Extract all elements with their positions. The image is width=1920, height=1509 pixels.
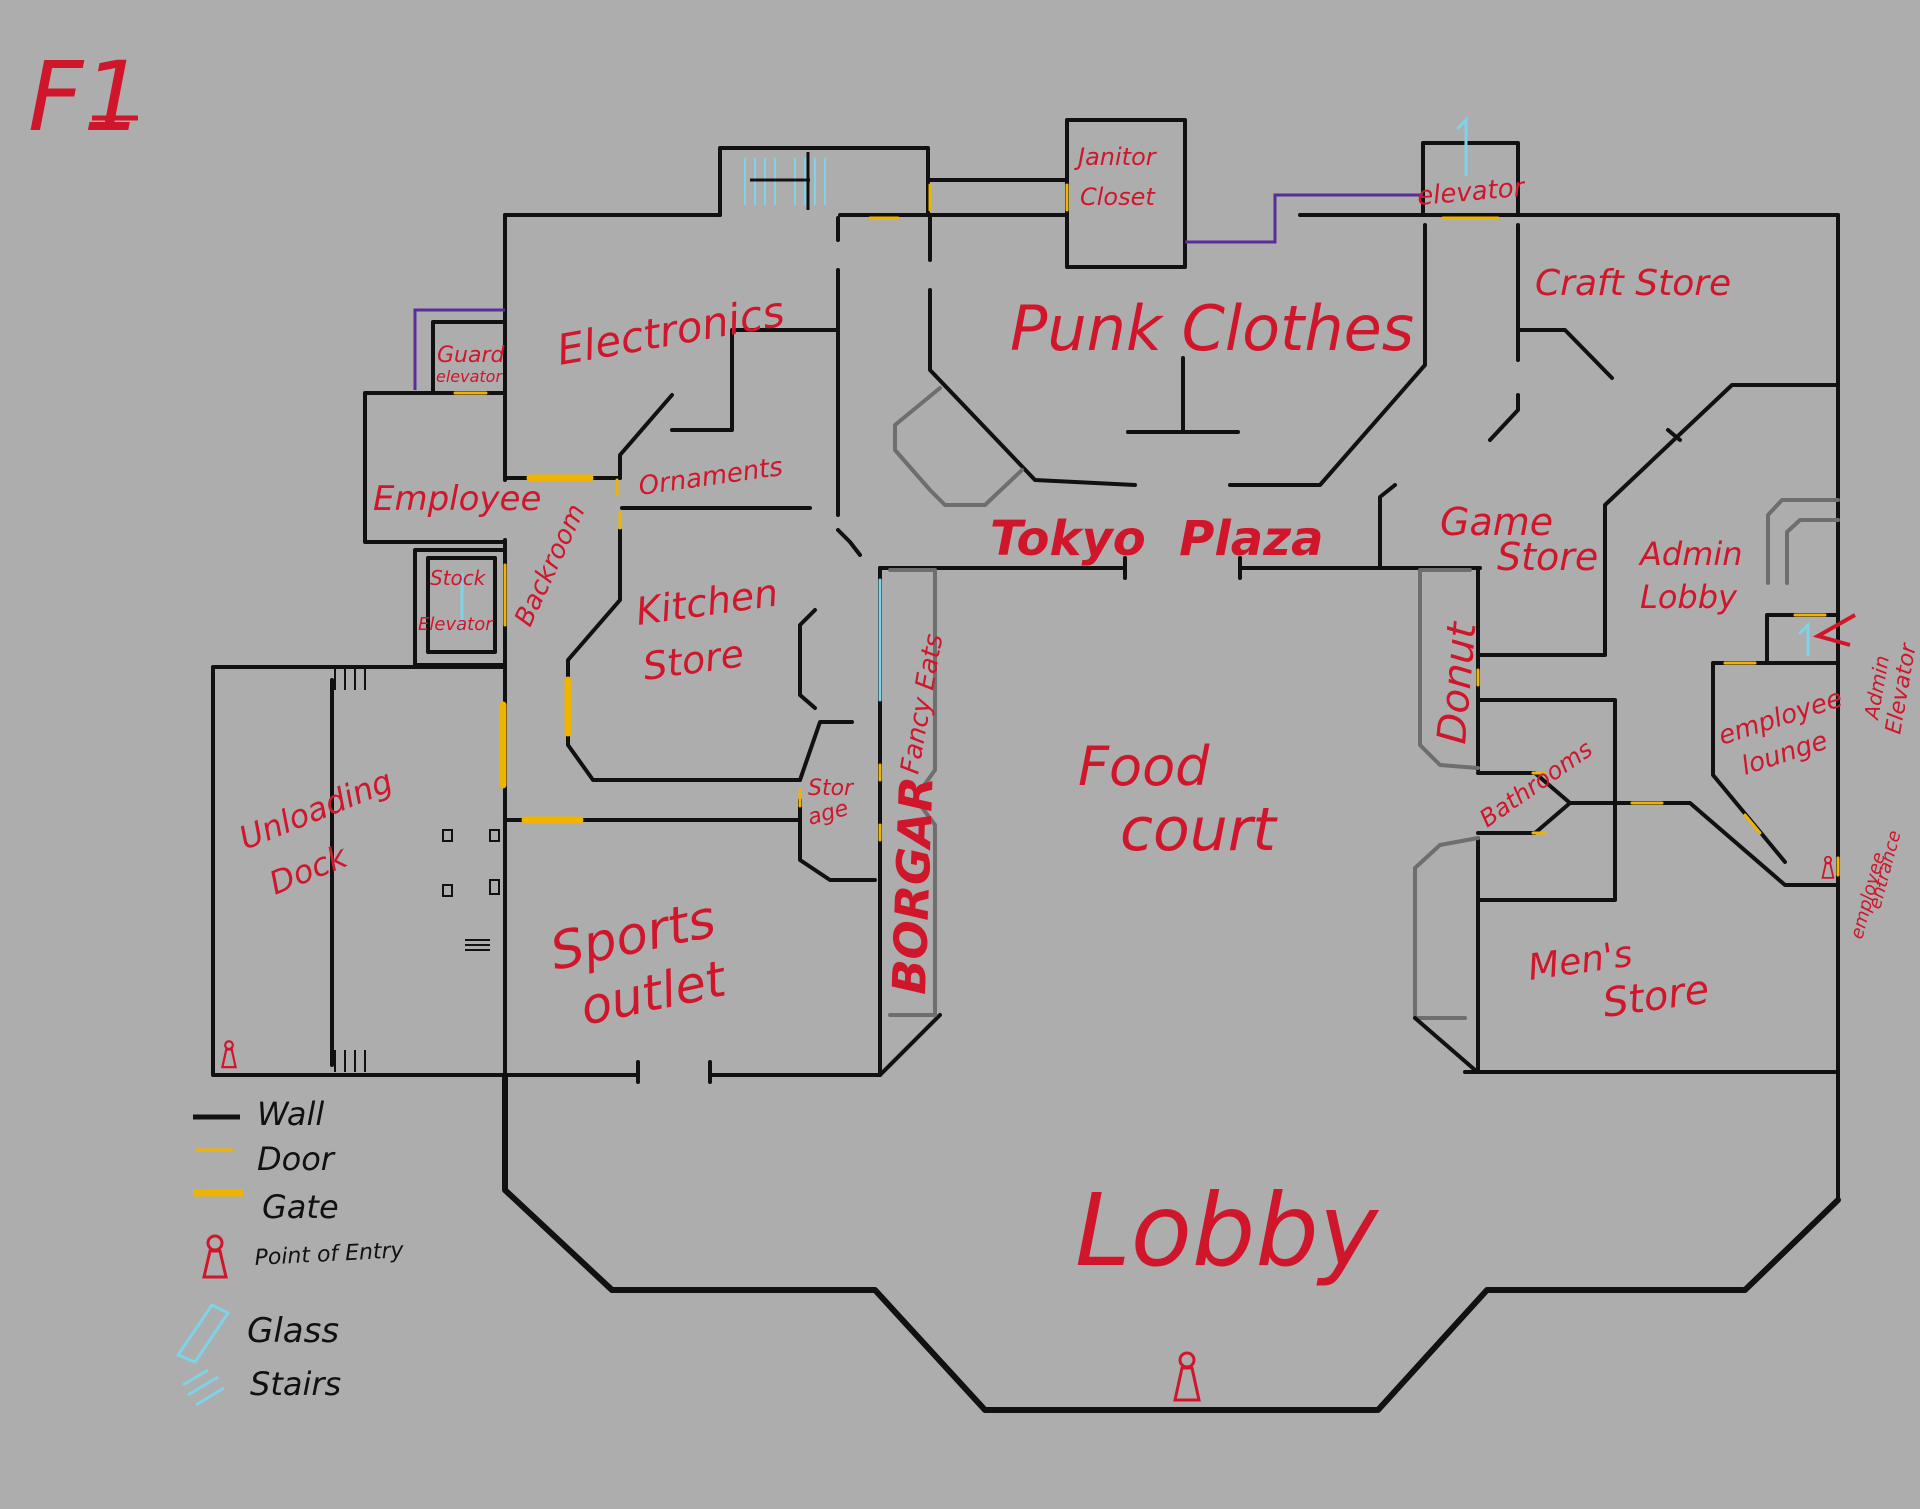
purple-guard-link bbox=[413, 308, 505, 390]
label-food-court-2: court bbox=[1120, 795, 1278, 865]
entry-points bbox=[221, 855, 1835, 1402]
wall-kitchen-inner bbox=[798, 608, 817, 710]
glass-admin-elevator-arrow bbox=[1798, 621, 1810, 657]
label-tokyo-plaza: Tokyo Plaza bbox=[990, 511, 1324, 567]
label-fancy-eats: Fancy Eats bbox=[895, 632, 949, 776]
label-admin-lobby-1: Admin bbox=[1638, 535, 1743, 573]
door-lounge bbox=[1743, 813, 1762, 835]
label-elevator: elevator bbox=[1416, 173, 1528, 212]
glass-elevator-arrow bbox=[1456, 116, 1468, 177]
legend-glass-label: Glass bbox=[247, 1311, 339, 1351]
label-food-court-1: Food bbox=[1078, 735, 1210, 798]
label-guard-elevator-1: Guard bbox=[437, 343, 506, 368]
wall-lobby bbox=[502, 1072, 1841, 1413]
dock-details bbox=[334, 668, 500, 1072]
label-unloading-dock-1: Unloading bbox=[234, 762, 398, 858]
grey-electronics-kiosk bbox=[893, 386, 1024, 507]
grey-fancy-counter bbox=[888, 568, 937, 1017]
wall-janitor-box bbox=[1065, 118, 1187, 269]
label-borgar: BORGAR bbox=[882, 775, 944, 995]
point-of-entry-icon bbox=[221, 1040, 237, 1069]
stairs bbox=[744, 152, 826, 210]
label-admin-lobby-2: Lobby bbox=[1640, 578, 1738, 616]
label-employee: Employee bbox=[373, 479, 541, 519]
label-punk-clothes: Punk Clothes bbox=[1010, 292, 1414, 365]
wall-ornaments-diag bbox=[618, 393, 674, 480]
grey-mens-counter bbox=[1413, 836, 1480, 1020]
wall-craft-diag bbox=[1516, 328, 1614, 380]
label-backroom: Backroom bbox=[509, 500, 592, 631]
grey-donut-counter bbox=[1418, 568, 1480, 770]
glass-icon bbox=[175, 1303, 231, 1364]
wall-electronics-stair bbox=[670, 328, 838, 432]
grey-admin-desk-inner bbox=[1785, 518, 1840, 585]
label-stock-elevator-1: Stock bbox=[430, 566, 487, 590]
wall-storage-lower bbox=[798, 798, 877, 882]
wall-borgar-diag bbox=[878, 1013, 942, 1077]
label-bathrooms: Bathrooms bbox=[1474, 735, 1597, 833]
wall-employee bbox=[363, 391, 507, 544]
grey-admin-desk bbox=[1766, 498, 1840, 585]
wall-game-left bbox=[1378, 483, 1397, 570]
legend: Wall Door Gate Point of Entry Glass Stai… bbox=[175, 1095, 405, 1407]
label-janitor-closet-1: Janitor bbox=[1074, 143, 1158, 171]
wall-mens-diag bbox=[1413, 1016, 1477, 1072]
point-of-entry-icon bbox=[1173, 1351, 1201, 1402]
label-game-store-2: Store bbox=[1497, 535, 1598, 579]
label-unloading-dock-2: Dock bbox=[264, 837, 354, 903]
wall-bathrooms bbox=[1476, 698, 1617, 902]
label-kitchen-store-2: Store bbox=[640, 631, 746, 689]
wall-punk-right bbox=[1228, 223, 1427, 487]
wall-admin-diag bbox=[1478, 383, 1839, 657]
label-guard-elevator-2: elevator bbox=[436, 367, 503, 386]
purple-elevator-link bbox=[1185, 193, 1423, 244]
legend-stairs-label: Stairs bbox=[250, 1365, 341, 1403]
wall-lounge-link bbox=[1568, 801, 1840, 887]
label-stock-elevator-2: Elevator bbox=[418, 614, 494, 635]
legend-wall-label: Wall bbox=[257, 1095, 324, 1133]
wall-craft-lower bbox=[1488, 393, 1520, 442]
wall-admin-notch bbox=[1666, 428, 1682, 442]
label-janitor-closet-2: Closet bbox=[1080, 183, 1156, 211]
admin-elevator-arrow bbox=[1812, 613, 1856, 647]
point-of-entry-icon bbox=[1821, 855, 1835, 879]
wall-storage bbox=[798, 720, 854, 782]
wall-punk-left bbox=[928, 363, 1137, 487]
wall-stairs-box bbox=[718, 146, 930, 217]
label-craft-store: Craft Store bbox=[1535, 263, 1731, 304]
glass bbox=[460, 116, 1810, 702]
wall-kitchen-top-diag bbox=[836, 528, 862, 557]
label-storage-1: Stor bbox=[808, 776, 855, 801]
point-of-entry-icon bbox=[202, 1234, 228, 1279]
stairs-icon bbox=[182, 1368, 225, 1407]
legend-gate-label: Gate bbox=[262, 1188, 339, 1226]
elevator-links bbox=[413, 193, 1423, 390]
wall-stock-elevator-inner bbox=[426, 556, 497, 654]
legend-door-label: Door bbox=[257, 1140, 336, 1178]
wall-elevator-box bbox=[1421, 141, 1520, 217]
label-electronics: Electronics bbox=[553, 287, 788, 375]
room-labels: Janitor Closet elevator Craft Store Elec… bbox=[234, 143, 1920, 1289]
label-game-store-1: Game bbox=[1440, 500, 1553, 544]
floor-label: F1 bbox=[28, 41, 144, 153]
gates bbox=[499, 474, 594, 824]
label-storage-2: age bbox=[805, 796, 851, 831]
wall-unloading-dock bbox=[211, 665, 507, 1077]
label-kitchen-store-1: Kitchen bbox=[633, 570, 781, 633]
label-donut: Donut bbox=[1429, 619, 1486, 746]
label-lobby: Lobby bbox=[1075, 1172, 1380, 1289]
doors bbox=[453, 183, 1840, 877]
label-ornaments: Ornaments bbox=[637, 452, 785, 502]
legend-entry-label: Point of Entry bbox=[254, 1238, 405, 1271]
